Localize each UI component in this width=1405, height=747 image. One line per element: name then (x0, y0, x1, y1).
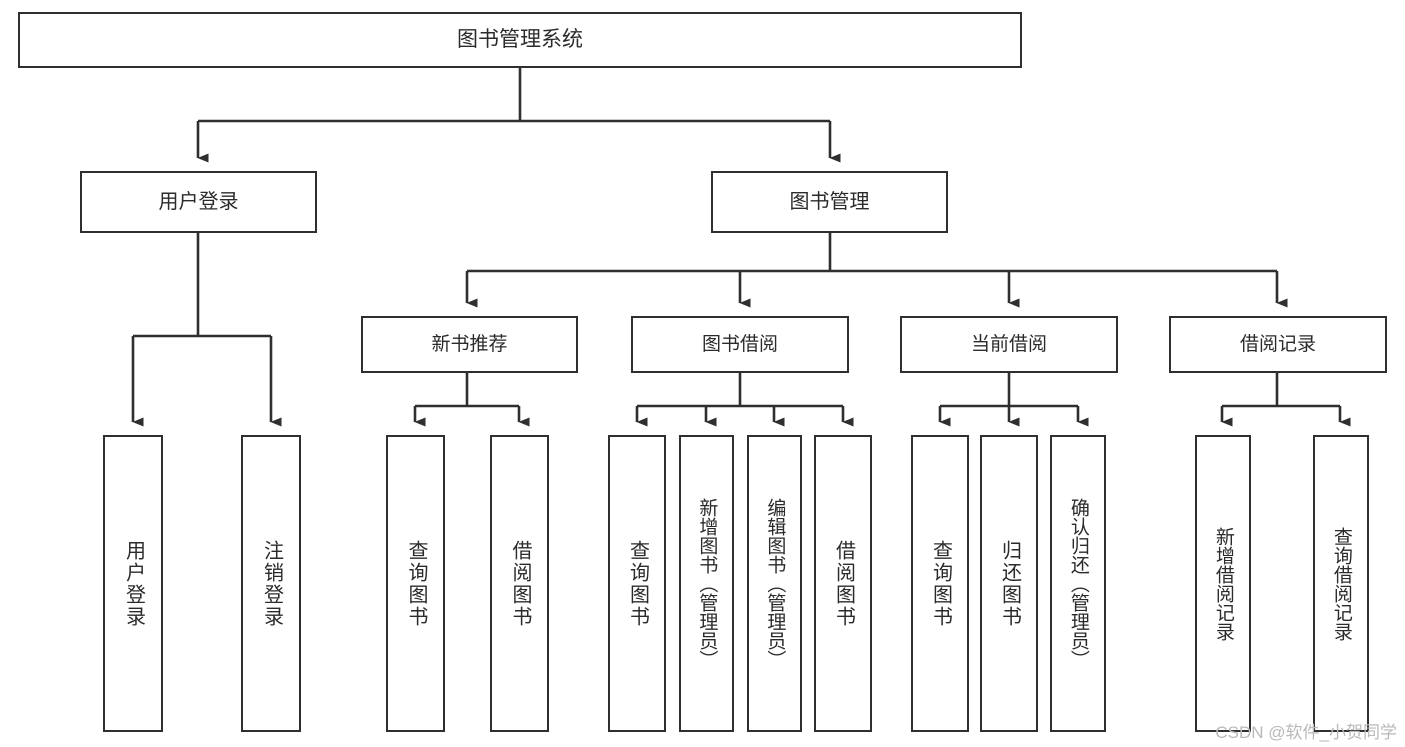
node-borrow-record-label: 借阅记录 (1239, 333, 1316, 355)
node-book-borrow-label: 图书借阅 (701, 333, 778, 355)
leaf-current-borrow-return-book[interactable]: 归还图书 (980, 435, 1038, 732)
leaf-book-borrow-add-book-admin[interactable]: 新增图书（管理员） (679, 435, 734, 732)
leaf-label: 注销登录 (260, 539, 283, 628)
node-new-book-recommend-label: 新书推荐 (431, 333, 508, 355)
leaf-label: 新增借阅记录 (1212, 526, 1234, 641)
leaf-label: 确认归还（管理员） (1067, 498, 1089, 669)
node-root-label: 图书管理系统 (457, 27, 583, 51)
leaf-user-login-logout[interactable]: 注销登录 (241, 435, 301, 732)
node-book-management[interactable]: 图书管理 (711, 171, 948, 233)
node-current-borrow[interactable]: 当前借阅 (900, 316, 1118, 373)
leaf-label: 查询图书 (405, 539, 427, 628)
leaf-label: 新增图书（管理员） (696, 498, 718, 669)
leaf-label: 查询图书 (626, 539, 649, 628)
csdn-watermark: CSDN @软件_小贺同学 (1215, 723, 1397, 742)
leaf-label: 查询借阅记录 (1330, 526, 1352, 641)
node-user-login-label: 用户登录 (158, 190, 239, 213)
leaf-label: 借阅图书 (832, 539, 855, 628)
leaf-label: 编辑图书（管理员） (764, 498, 786, 669)
node-new-book-recommend[interactable]: 新书推荐 (361, 316, 578, 373)
node-book-management-label: 图书管理 (789, 190, 870, 213)
node-current-borrow-label: 当前借阅 (970, 333, 1047, 355)
node-user-login[interactable]: 用户登录 (80, 171, 317, 233)
leaf-book-borrow-borrow-book[interactable]: 借阅图书 (814, 435, 872, 732)
leaf-book-borrow-edit-book-admin[interactable]: 编辑图书（管理员） (747, 435, 802, 732)
leaf-current-borrow-confirm-return-admin[interactable]: 确认归还（管理员） (1050, 435, 1106, 732)
leaf-user-login-login[interactable]: 用户登录 (103, 435, 163, 732)
leaf-borrow-record-query-record[interactable]: 查询借阅记录 (1313, 435, 1369, 732)
node-borrow-record[interactable]: 借阅记录 (1169, 316, 1387, 373)
leaf-new-book-query-book[interactable]: 查询图书 (386, 435, 445, 732)
leaf-borrow-record-add-record[interactable]: 新增借阅记录 (1195, 435, 1251, 732)
node-root-book-management-system[interactable]: 图书管理系统 (18, 12, 1022, 68)
node-book-borrow[interactable]: 图书借阅 (631, 316, 849, 373)
leaf-label: 借阅图书 (509, 539, 531, 628)
leaf-label: 归还图书 (998, 539, 1021, 628)
leaf-book-borrow-query-book[interactable]: 查询图书 (608, 435, 666, 732)
leaf-label: 查询图书 (929, 539, 952, 628)
leaf-current-borrow-query-book[interactable]: 查询图书 (911, 435, 969, 732)
leaf-new-book-borrow-book[interactable]: 借阅图书 (490, 435, 549, 732)
leaf-label: 用户登录 (122, 539, 145, 628)
